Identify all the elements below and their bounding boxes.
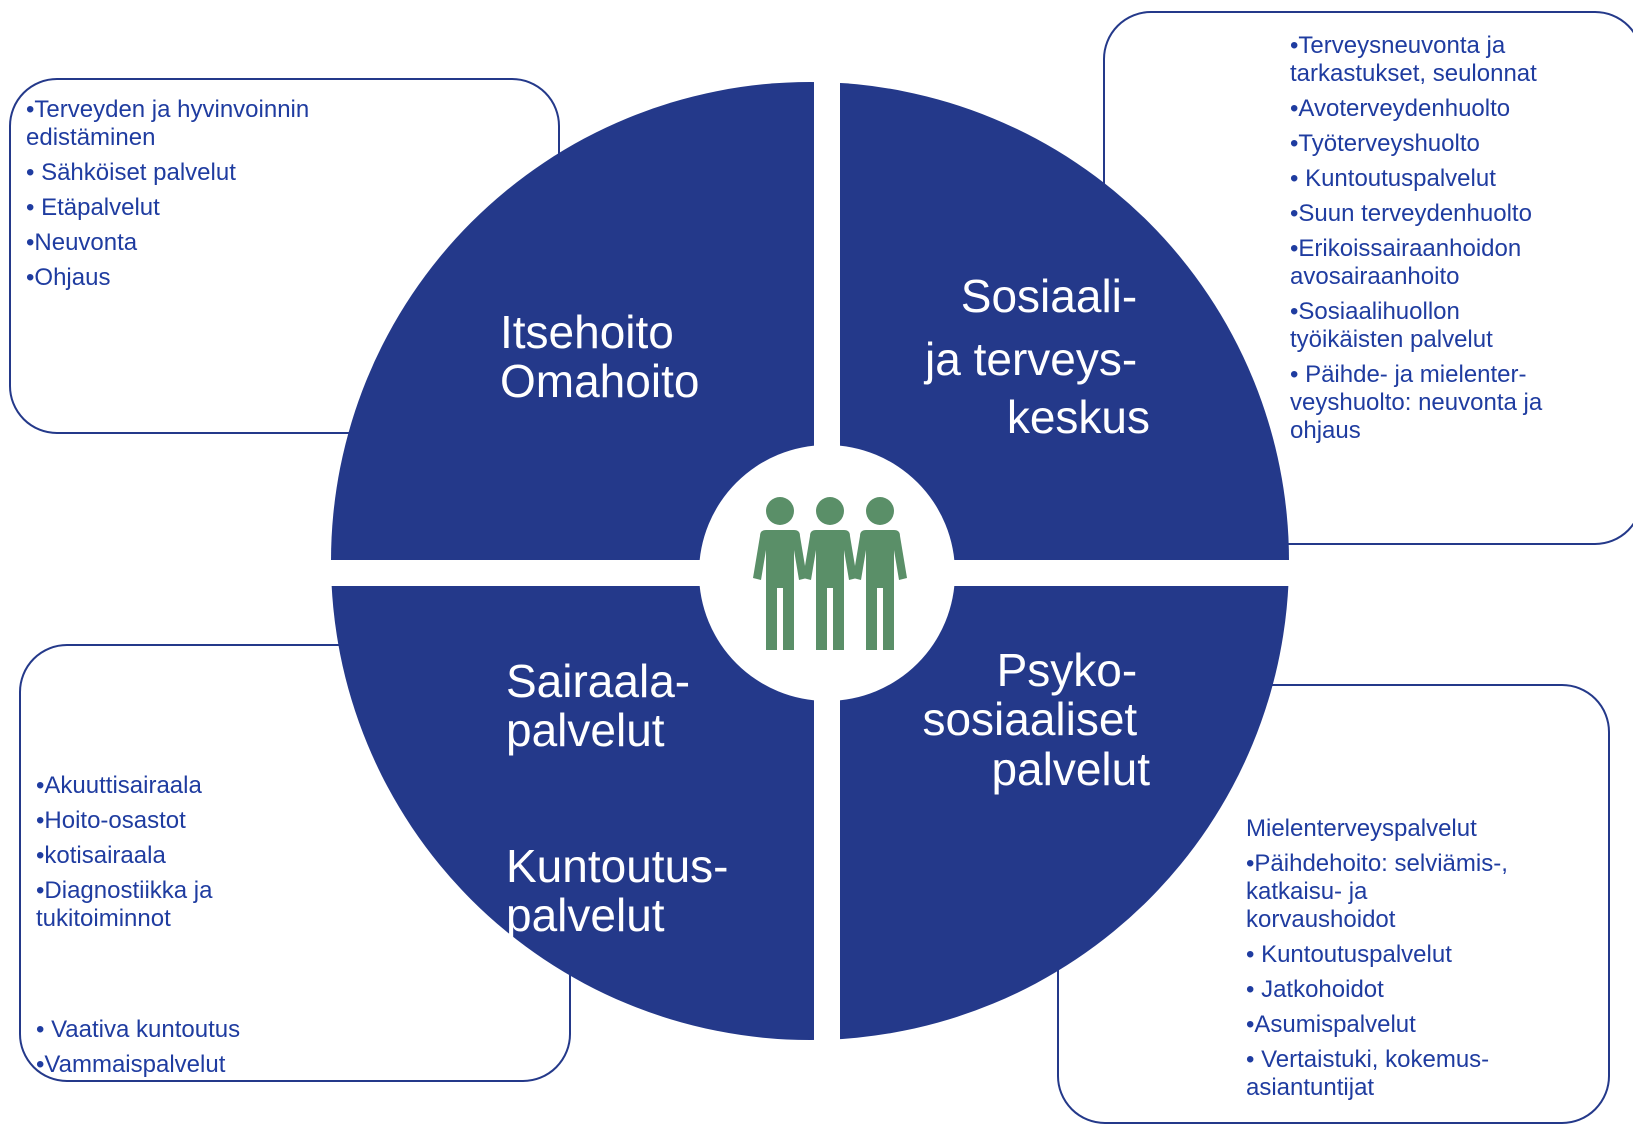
list-item: •Akuuttisairaala <box>36 772 202 799</box>
list-item: • Sähköiset palvelut <box>26 159 236 186</box>
person-figure <box>753 497 807 650</box>
list-item: •Diagnostiikka ja tukitoiminnot <box>36 877 213 932</box>
list-item: •Työterveyshuolto <box>1290 130 1480 157</box>
list-item: • Vaativa kuntoutus <box>36 1016 241 1043</box>
list-item: Mielenterveyspalvelut <box>1246 815 1477 842</box>
hospital-service-list: •Akuuttisairaala •Hoito-osastot •kotisai… <box>36 772 536 940</box>
list-item: • Kuntoutuspalvelut <box>1290 165 1496 192</box>
list-item: •Päihdehoito: selviämis-, katkaisu- ja k… <box>1246 850 1508 933</box>
list-item: • Vertaistuki, kokemus- asiantuntijat <box>1246 1046 1490 1101</box>
psychosocial-service-list: Mielenterveyspalvelut •Päihdehoito: selv… <box>1246 815 1606 1109</box>
quadrant-label-self-care: Itsehoito Omahoito <box>500 306 699 407</box>
list-item: • Päihde- ja mielenter- veyshuolto: neuv… <box>1290 361 1543 444</box>
list-item: •Hoito-osastot <box>36 807 186 834</box>
person-figure <box>853 497 907 650</box>
list-item: •Terveysneuvonta ja tarkastukset, seulon… <box>1290 32 1537 87</box>
list-item: • Etäpalvelut <box>26 194 160 221</box>
people-group-icon <box>753 497 907 650</box>
quadrant-label-health-centre: Sosiaali- ja terveys- keskus <box>923 270 1150 443</box>
list-item: •Ohjaus <box>26 264 111 291</box>
list-item: •Erikoissairaanhoidon avosairaanhoito <box>1290 235 1522 290</box>
list-item: •Avoterveydenhuolto <box>1290 95 1511 122</box>
list-item: •Terveyden ja hyvinvoinnin edistäminen <box>26 96 310 151</box>
health-centre-service-list: •Terveysneuvonta ja tarkastukset, seulon… <box>1290 32 1630 452</box>
quadrant-label-psychosocial: Psyko- sosiaaliset palvelut <box>922 644 1150 795</box>
list-item: •Asumispalvelut <box>1246 1011 1416 1038</box>
list-item: •Neuvonta <box>26 229 138 256</box>
quadrant-label-hospital: Sairaala- palvelut Kuntoutus- palvelut <box>506 655 741 941</box>
list-item: • Kuntoutuspalvelut <box>1246 941 1452 968</box>
self-care-service-list: •Terveyden ja hyvinvoinnin edistäminen •… <box>26 96 526 299</box>
list-item: •Sosiaalihuollon työikäisten palvelut <box>1290 298 1493 353</box>
list-item: •kotisairaala <box>36 842 166 869</box>
list-item: •Suun terveydenhuolto <box>1290 200 1532 227</box>
rehabilitation-service-list: • Vaativa kuntoutus •Vammaispalvelut <box>36 1016 536 1086</box>
person-figure <box>803 497 857 650</box>
list-item: • Jatkohoidot <box>1246 976 1384 1003</box>
list-item: •Vammaispalvelut <box>36 1051 226 1078</box>
